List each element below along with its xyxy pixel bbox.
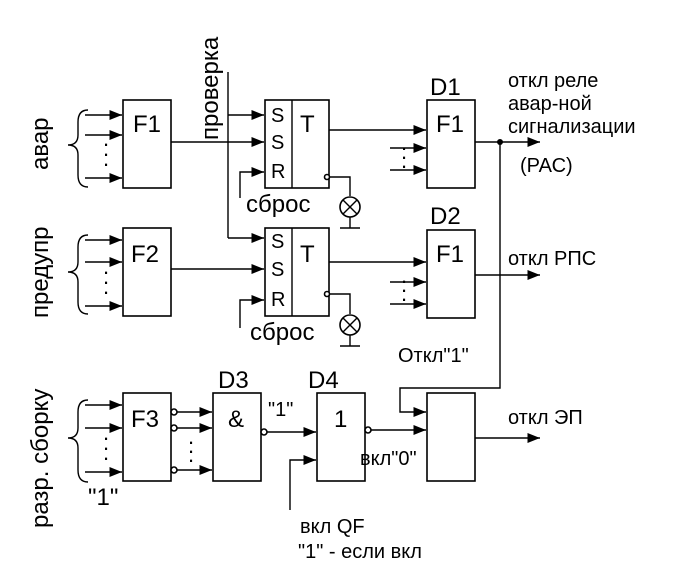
trigger-1-s2: S	[271, 132, 284, 154]
svg-text:.: .	[188, 424, 194, 449]
vkl0-label: вкл"0"	[360, 448, 417, 470]
block-f1-label: F1	[133, 111, 161, 138]
brace-razr	[67, 399, 89, 483]
check-label: проверка	[197, 36, 224, 140]
svg-text:.: .	[401, 139, 407, 164]
svg-text:.: .	[401, 281, 407, 306]
out2-label: откл РПС	[508, 248, 596, 270]
block-d3-and	[212, 392, 262, 482]
svg-text:.: .	[401, 148, 407, 173]
svg-text:.: .	[103, 254, 109, 279]
block-d2	[426, 229, 476, 319]
svg-text:.: .	[103, 264, 109, 289]
block-d3-label: &	[228, 406, 244, 433]
reset-wire-1	[239, 166, 264, 198]
trigger-1-r: R	[271, 161, 285, 183]
svg-text:.: .	[103, 274, 109, 299]
trigger-1-t: T	[300, 111, 315, 138]
one-label: "1"	[88, 484, 118, 511]
trigger-2-s2: S	[271, 259, 284, 281]
input-label-predupr: предупр	[27, 226, 54, 318]
block-f1	[122, 99, 172, 189]
qf-wire	[289, 454, 316, 510]
out1-line2: авар-ной	[508, 93, 592, 115]
d2-ref: D2	[430, 203, 461, 230]
trigger-2-s1: S	[271, 231, 284, 253]
trigger-2-r: R	[271, 289, 285, 311]
block-f3-label: F3	[131, 406, 159, 433]
svg-text:.: .	[401, 272, 407, 297]
trigger-1-s1: S	[271, 105, 284, 127]
out3-label: откл ЭП	[508, 407, 583, 429]
d1-ref: D1	[430, 74, 461, 101]
svg-text:.: .	[188, 433, 194, 458]
out1-line1: откл реле	[508, 70, 598, 92]
block-d1-label: F1	[436, 111, 464, 138]
block-d2-label: F1	[436, 241, 464, 268]
dots: .	[103, 146, 109, 171]
trigger-1	[264, 99, 330, 189]
feedback-wire	[399, 142, 501, 418]
input-label-avar: авар	[27, 117, 54, 170]
vklqf-label: вкл QF	[300, 516, 365, 538]
otkl1-label: Откл"1"	[398, 345, 469, 367]
block-f2	[122, 227, 172, 317]
vklqf2-label: "1" - если вкл	[298, 541, 422, 563]
svg-text:.: .	[103, 440, 109, 465]
dots: .	[103, 126, 109, 151]
reset-wire-2	[239, 294, 264, 328]
block-d1	[426, 99, 476, 189]
block-f3	[122, 392, 172, 482]
svg-text:.: .	[103, 430, 109, 455]
block-d4-label: 1	[334, 406, 347, 433]
svg-text:.: .	[401, 263, 407, 288]
reset-label-1: сброс	[246, 191, 310, 218]
block-f2-label: F2	[131, 241, 159, 268]
dots: .	[103, 136, 109, 161]
trigger-2	[264, 227, 330, 317]
input-label-razr: разр. сборку	[27, 389, 54, 528]
d4-ref: D4	[308, 367, 339, 394]
svg-text:.: .	[188, 442, 194, 467]
block-d4-or	[316, 392, 366, 482]
svg-text:.: .	[103, 420, 109, 445]
out1-line3: сигнализации	[508, 116, 636, 138]
brace-avar	[67, 109, 89, 188]
block-output	[426, 392, 476, 482]
one-signal-label: "1"	[268, 399, 293, 421]
out1-line4: (РАС)	[520, 155, 573, 177]
d3-ref: D3	[218, 367, 249, 394]
svg-text:.: .	[401, 130, 407, 155]
reset-label-2: сброс	[250, 319, 314, 346]
trigger-2-t: T	[300, 241, 315, 268]
brace-predupr	[67, 234, 89, 315]
